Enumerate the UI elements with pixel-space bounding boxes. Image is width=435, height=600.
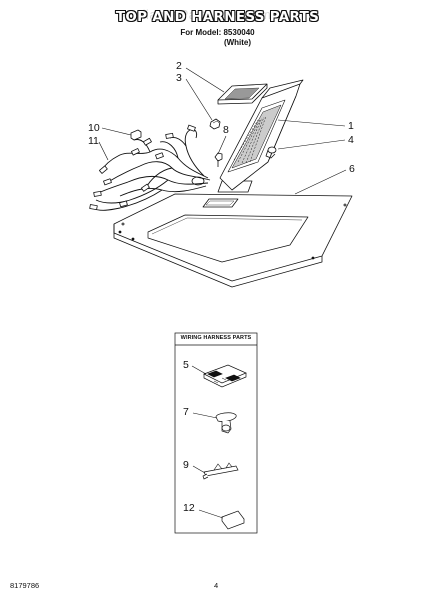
callout-1: 1 <box>348 120 354 132</box>
grommet <box>214 152 223 167</box>
connector <box>130 129 142 141</box>
page-number: 4 <box>214 581 219 590</box>
callout-6: 6 <box>349 163 355 175</box>
leader-lines <box>98 67 347 195</box>
callout-3: 3 <box>176 72 182 84</box>
inset-part-5 <box>191 364 247 388</box>
inset-part-12 <box>198 509 245 530</box>
doc-number: 8179786 <box>10 581 40 590</box>
inset-box <box>174 332 258 534</box>
clip <box>209 118 221 130</box>
inset-callout-9: 9 <box>183 459 189 471</box>
inset-callout-12: 12 <box>183 502 195 514</box>
inset-part-9 <box>192 462 239 480</box>
console <box>219 79 304 191</box>
callout-8: 8 <box>223 124 229 136</box>
model-line: For Model: 8530040 <box>180 28 255 37</box>
inset-callout-7: 7 <box>183 406 189 418</box>
callout-11: 11 <box>88 135 99 147</box>
callout-2: 2 <box>176 60 182 72</box>
inset-part-7 <box>192 412 237 434</box>
model-info: For Model: 8530040 (White) <box>0 28 435 48</box>
color-line: (White) <box>223 38 252 47</box>
inset-title: WIRING HARNESS PARTS <box>180 335 252 341</box>
callout-10: 10 <box>88 122 100 134</box>
screw <box>265 146 277 159</box>
harness-connectors <box>89 124 196 211</box>
watermark: AppliancePartsPros.com <box>118 7 272 22</box>
plate <box>217 83 268 105</box>
inset-callout-5: 5 <box>183 359 189 371</box>
page-title: TOP AND HARNESS PARTS <box>115 9 320 25</box>
callout-4: 4 <box>348 134 354 146</box>
top-panel <box>113 176 353 288</box>
